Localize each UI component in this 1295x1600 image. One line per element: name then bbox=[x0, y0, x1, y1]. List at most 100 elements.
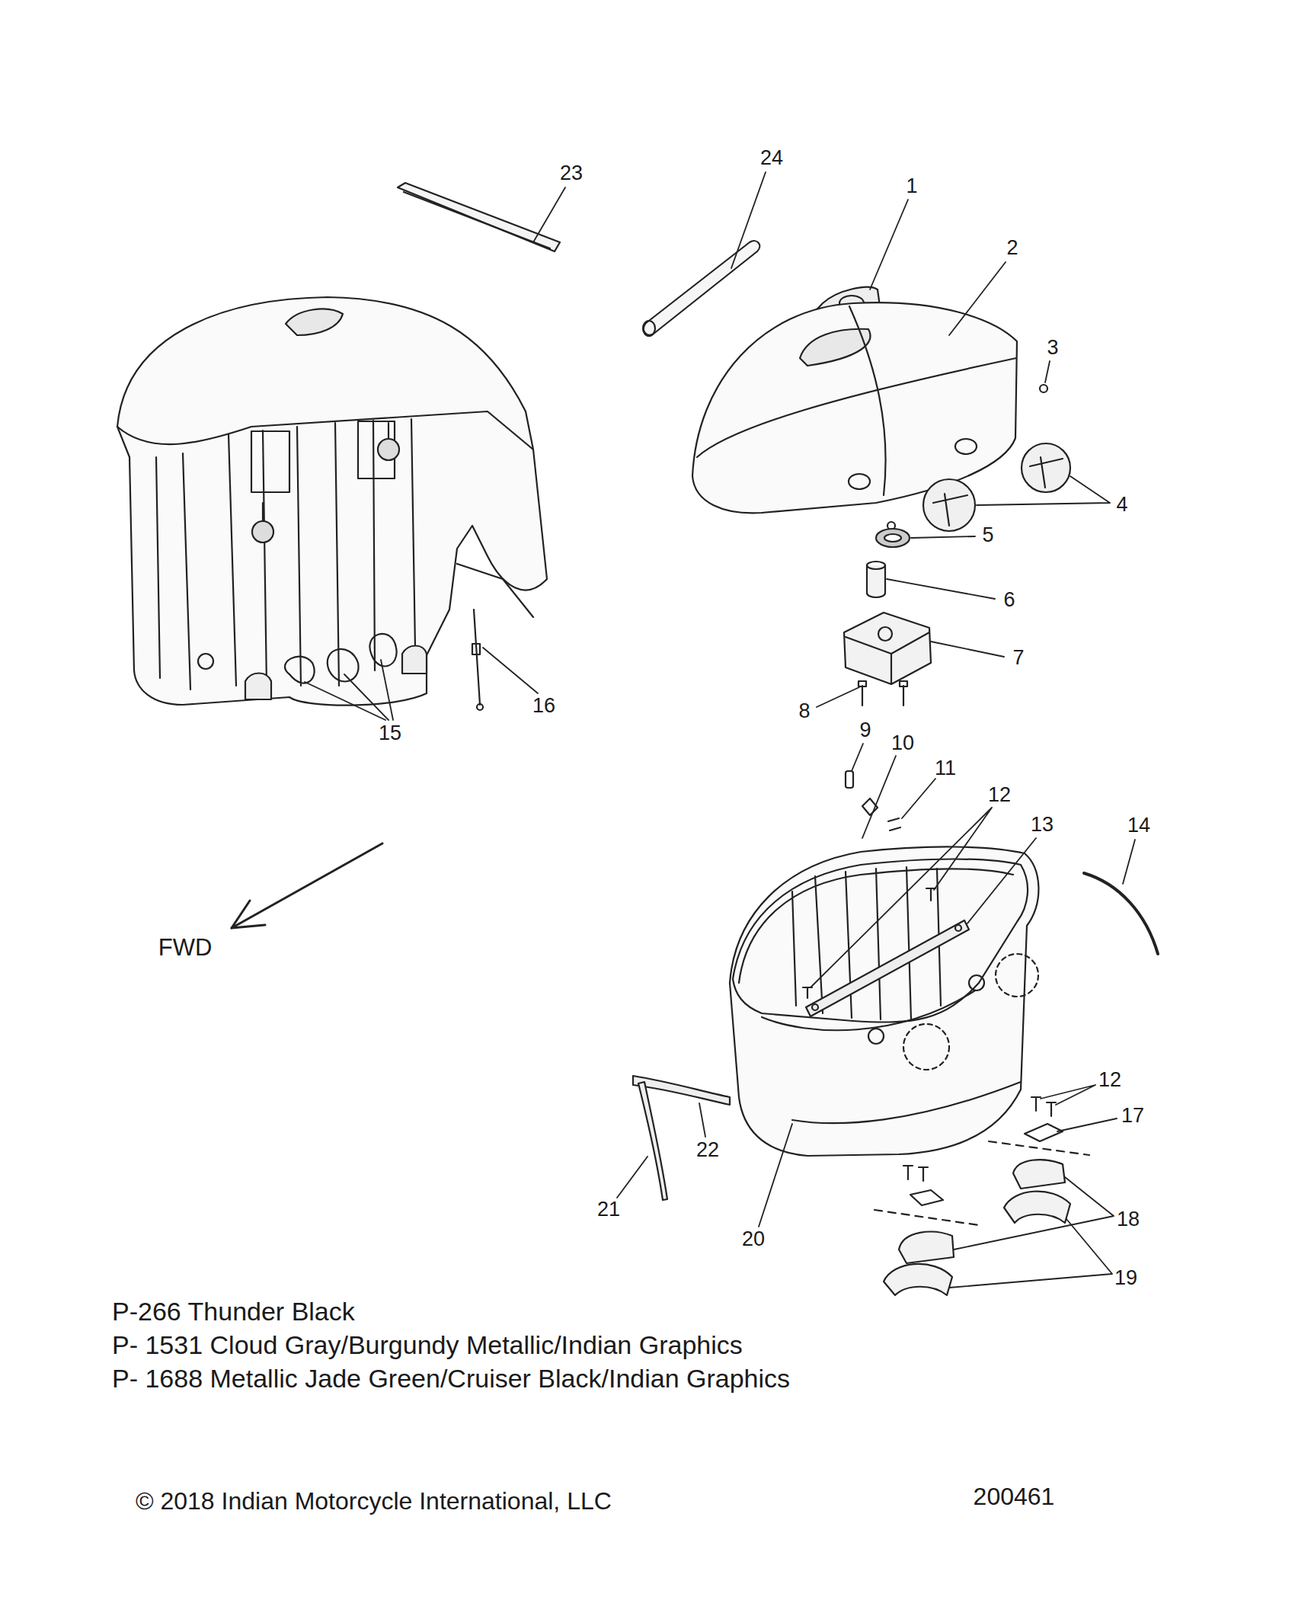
paint-code-note: P- 1688 Metallic Jade Green/Cruiser Blac… bbox=[111, 1363, 790, 1394]
callout-number: 14 bbox=[1125, 813, 1153, 838]
callout-number: 2 bbox=[1004, 236, 1021, 260]
saddlebag-rear-view bbox=[117, 297, 547, 706]
strap-loop bbox=[284, 656, 315, 684]
leader-line bbox=[949, 1218, 1113, 1288]
leader-line bbox=[304, 659, 394, 720]
callout-number: 16 bbox=[530, 693, 558, 718]
leader-line bbox=[911, 536, 976, 538]
screw bbox=[862, 685, 904, 706]
saddlebag-body bbox=[868, 1028, 884, 1044]
callout-number: 12 bbox=[985, 783, 1014, 807]
forward-arrow bbox=[231, 843, 383, 928]
seal-tube bbox=[642, 240, 760, 336]
callout-number: 9 bbox=[856, 718, 873, 742]
paint-code-note: P- 1531 Cloud Gray/Burgundy Metallic/Ind… bbox=[111, 1330, 743, 1360]
leader-line bbox=[758, 1123, 793, 1227]
leader-line bbox=[976, 476, 1110, 506]
badge-cap bbox=[1029, 457, 1063, 488]
callout-number: 7 bbox=[1010, 645, 1027, 670]
saddlebag-rear-view bbox=[377, 438, 400, 461]
lock-cylinder bbox=[866, 561, 886, 598]
saddlebag-rear-view bbox=[117, 297, 547, 706]
mount-hardware bbox=[988, 1096, 1090, 1223]
mount-hardware bbox=[988, 1141, 1090, 1155]
callout-number: 12 bbox=[1096, 1067, 1124, 1092]
mount-hardware bbox=[910, 1189, 944, 1206]
tether-cable bbox=[476, 703, 483, 710]
callout-number: 1 bbox=[903, 174, 920, 199]
screw bbox=[858, 681, 867, 687]
saddlebag-lid bbox=[799, 329, 870, 366]
saddlebag-rear-view bbox=[387, 422, 390, 439]
fastener bbox=[802, 987, 813, 998]
leader-line bbox=[901, 778, 936, 819]
forward-arrow bbox=[231, 843, 383, 928]
latch-assembly bbox=[844, 612, 931, 685]
strap-loop bbox=[369, 633, 397, 667]
leader-line bbox=[304, 172, 1136, 1288]
saddlebag-rear-view bbox=[156, 453, 191, 690]
trim-strip bbox=[397, 182, 560, 252]
leader-line bbox=[967, 837, 1036, 924]
callout-number: 6 bbox=[1000, 588, 1017, 612]
strap-loop bbox=[284, 633, 397, 684]
hinge-hardware bbox=[888, 818, 901, 831]
callout-number: 20 bbox=[739, 1227, 768, 1251]
badge-cap bbox=[923, 479, 976, 531]
tether-cable bbox=[472, 609, 483, 710]
mount-hardware bbox=[874, 1165, 979, 1295]
saddlebag-rear-view bbox=[117, 411, 534, 450]
edge-trim bbox=[633, 1075, 730, 1200]
seal-ring bbox=[876, 528, 910, 547]
seal-strip bbox=[1083, 872, 1158, 954]
saddlebag-rear-view bbox=[285, 309, 343, 336]
footer-text: © 2018 Indian Motorcycle International, … bbox=[135, 1486, 612, 1516]
leader-line bbox=[1045, 361, 1050, 383]
seal-strip bbox=[1083, 872, 1158, 954]
saddlebag-lid bbox=[955, 438, 977, 455]
leader-line bbox=[699, 1103, 706, 1137]
callout-number: 10 bbox=[888, 731, 917, 755]
callout-number: 13 bbox=[1028, 812, 1056, 837]
saddlebag-rear-view bbox=[245, 673, 272, 701]
paint-code-note: P-266 Thunder Black bbox=[111, 1296, 355, 1327]
callout-number: 11 bbox=[932, 756, 959, 781]
leader-line bbox=[1040, 1084, 1096, 1105]
seal-ring bbox=[884, 533, 902, 542]
mounting-bar bbox=[812, 1004, 819, 1011]
callout-number: 17 bbox=[1119, 1103, 1147, 1128]
strap-loop bbox=[327, 649, 359, 682]
leader-line bbox=[731, 172, 766, 269]
mount-hardware bbox=[874, 1209, 979, 1225]
callout-number: 19 bbox=[1112, 1266, 1140, 1290]
tether-cable bbox=[473, 609, 480, 705]
mount-hardware bbox=[1004, 1191, 1071, 1223]
callout-number: 4 bbox=[1113, 492, 1130, 517]
callout-number: 22 bbox=[693, 1138, 722, 1162]
fastener bbox=[802, 888, 936, 998]
mount-hardware bbox=[898, 1231, 954, 1264]
trim-strip bbox=[397, 182, 560, 252]
callout-number: 3 bbox=[1044, 335, 1061, 360]
saddlebag-body bbox=[761, 990, 976, 1030]
screw bbox=[899, 681, 908, 687]
seal-ring bbox=[876, 528, 910, 547]
leader-line bbox=[869, 199, 909, 290]
callout-number: 21 bbox=[594, 1197, 623, 1222]
saddlebag-lid bbox=[848, 473, 870, 490]
saddlebag-lid bbox=[849, 306, 886, 496]
callout-number: 15 bbox=[376, 721, 404, 746]
saddlebag-rear-view bbox=[252, 521, 274, 543]
mounting-bar bbox=[955, 924, 962, 931]
saddlebag-rear-view bbox=[262, 502, 264, 522]
screw bbox=[858, 681, 908, 706]
saddlebag-lid bbox=[692, 302, 1017, 513]
direction-label: FWD bbox=[158, 933, 213, 962]
saddlebag-rear-view bbox=[251, 431, 290, 493]
saddlebag-lid bbox=[692, 302, 1017, 513]
leader-line bbox=[482, 647, 538, 694]
mount-hardware bbox=[1024, 1123, 1063, 1142]
leader-line bbox=[816, 687, 860, 707]
